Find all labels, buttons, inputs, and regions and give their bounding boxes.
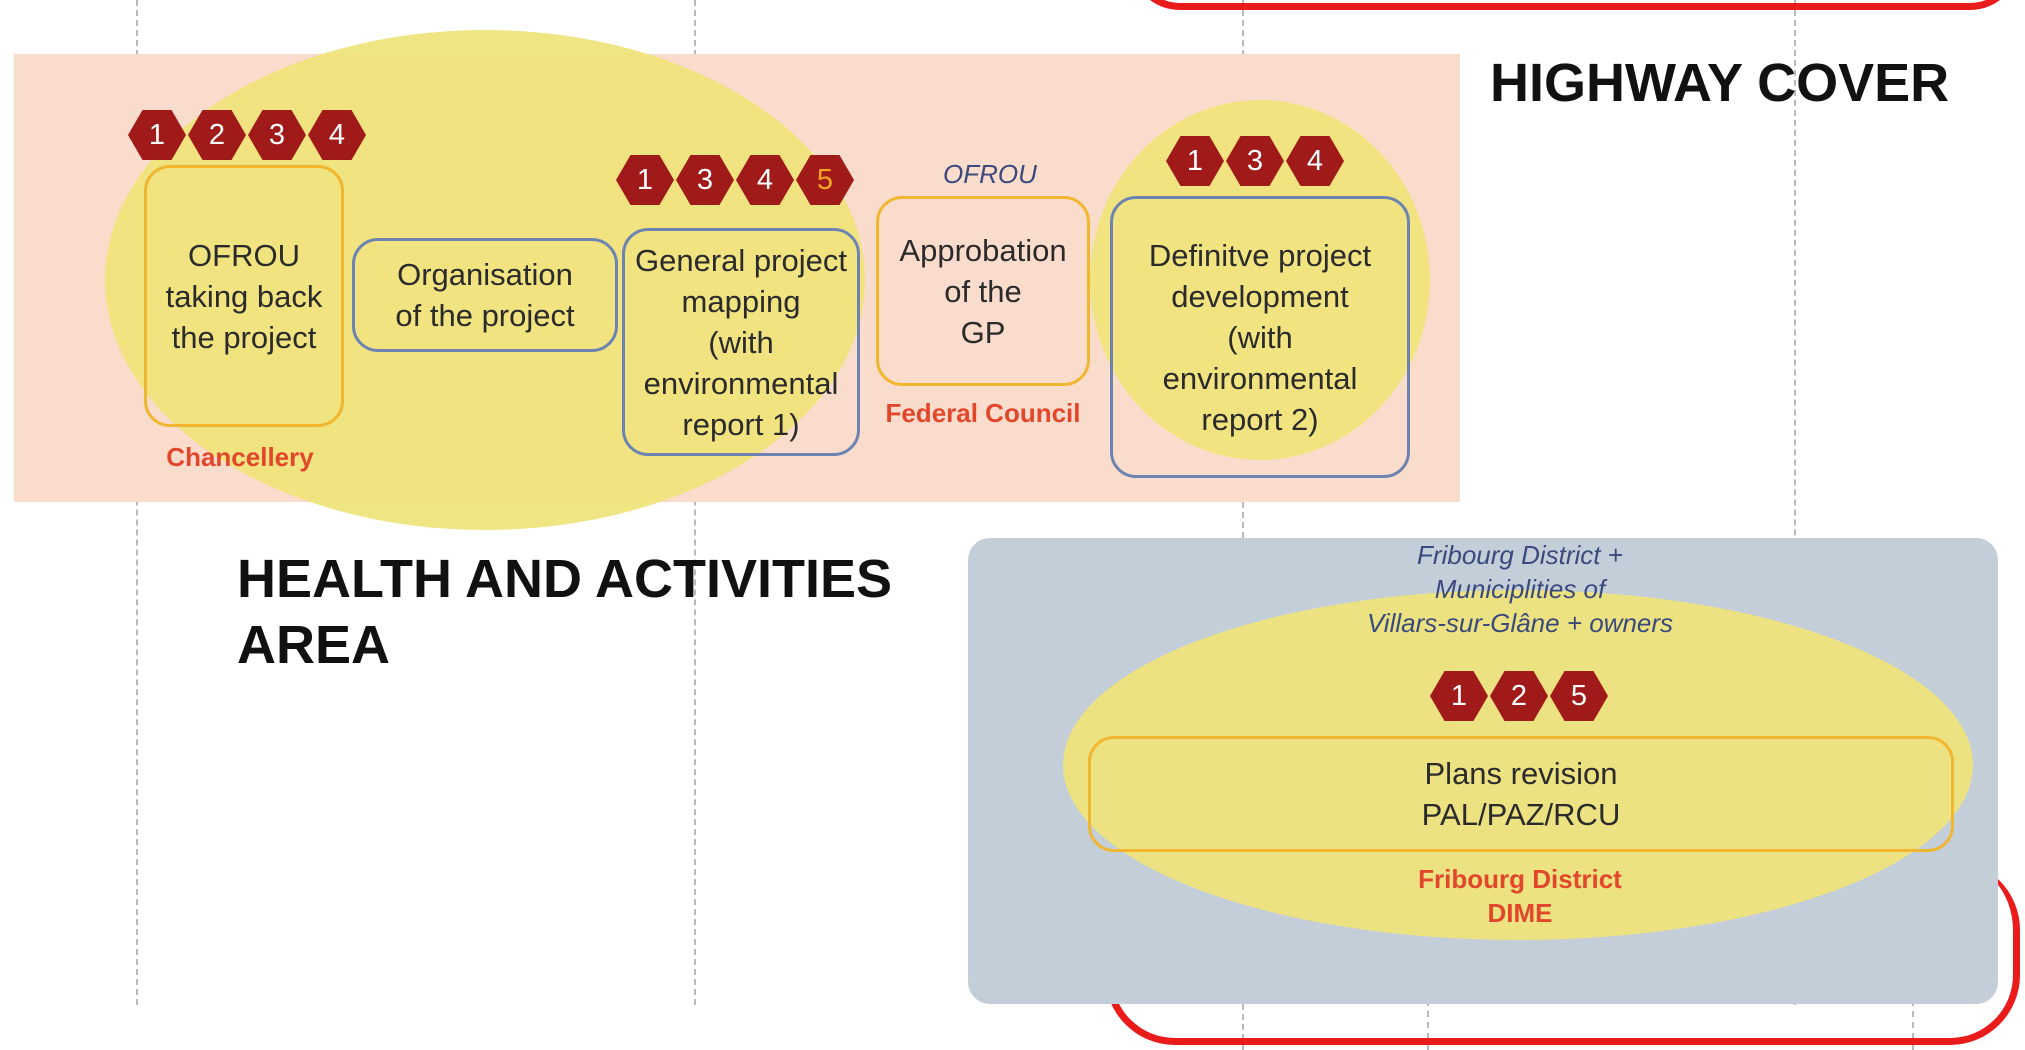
criterion-badge: 1: [616, 155, 674, 205]
criterion-badge: 1: [128, 110, 186, 160]
criterion-badge: 3: [248, 110, 306, 160]
criterion-badge: 3: [1226, 136, 1284, 186]
step-general-project-mapping: General project mapping (with environmen…: [622, 228, 860, 456]
criterion-badge: 2: [1490, 671, 1548, 721]
criterion-badge: 1: [1166, 136, 1224, 186]
heading-highway-cover: HIGHWAY COVER: [1490, 53, 1950, 113]
step-definitive-project: Definitve project development (with envi…: [1110, 196, 1410, 478]
timeline-gridline: [694, 0, 696, 1005]
timeline-gridline: [1794, 0, 1796, 1005]
actor-federal-council: Federal Council: [885, 398, 1081, 428]
criterion-badge: 5: [1550, 671, 1608, 721]
highlight-frame-top: [1130, 0, 2020, 10]
step-approbation-gp: Approbation of the GP: [876, 196, 1090, 386]
criterion-badge: 3: [676, 155, 734, 205]
criteria-badges-step-3: 1 3 4 5: [616, 155, 854, 205]
step-organisation: Organisation of the project: [352, 238, 618, 352]
focus-ellipse-plans: [1063, 590, 1973, 940]
criteria-badges-plans: 1 2 5: [1430, 671, 1608, 721]
timeline-gridline: [1912, 1000, 1914, 1050]
criterion-badge-highlighted: 5: [796, 155, 854, 205]
criterion-badge: 1: [1430, 671, 1488, 721]
actor-fribourg-district-dime: Fribourg District DIME: [1418, 864, 1622, 928]
actor-ofrou: OFROU: [943, 159, 1037, 189]
criteria-badges-step-5: 1 3 4: [1166, 136, 1344, 186]
criterion-badge: 4: [736, 155, 794, 205]
heading-health-activities-area: HEALTH AND ACTIVITIES AREA: [237, 549, 892, 675]
actor-fribourg-municipalities-owners: Fribourg District + Municiplities of Vil…: [1366, 540, 1674, 638]
step-plans-revision: Plans revision PAL/PAZ/RCU: [1088, 736, 1954, 852]
actor-chancellery: Chancellery: [166, 442, 314, 472]
timeline-gridline: [136, 0, 138, 1005]
step-ofrou-taking-back: OFROU taking back the project: [144, 165, 344, 427]
criterion-badge: 4: [1286, 136, 1344, 186]
criteria-badges-step-1: 1 2 3 4: [128, 110, 366, 160]
timeline-gridline: [1242, 0, 1244, 1050]
criterion-badge: 4: [308, 110, 366, 160]
timeline-gridline: [1427, 1000, 1429, 1050]
criterion-badge: 2: [188, 110, 246, 160]
